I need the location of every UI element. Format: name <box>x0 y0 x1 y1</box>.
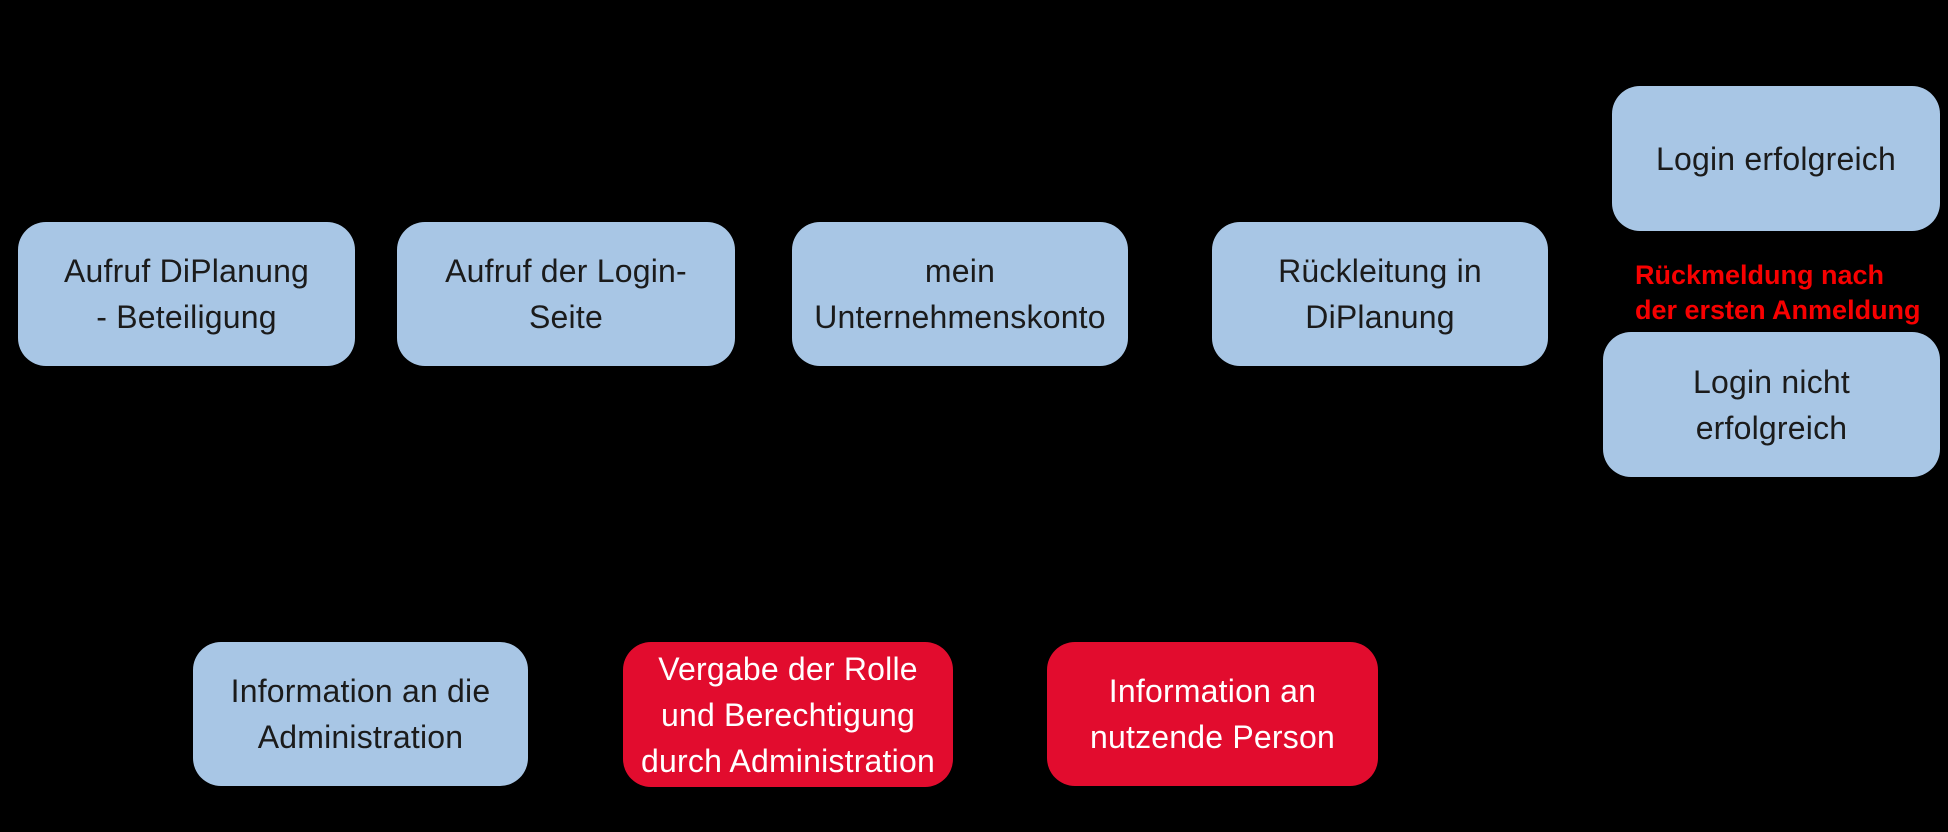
node-vergabe-rolle-berechtigung: Vergabe der Rolle und Berechtigung durch… <box>623 642 953 787</box>
node-information-administration: Information an die Administration <box>193 642 528 786</box>
node-login-nicht-erfolgreich: Login nicht erfolgreich <box>1603 332 1940 477</box>
node-rueckleitung-diplanung: Rückleitung in DiPlanung <box>1212 222 1548 366</box>
node-login-erfolgreich: Login erfolgreich <box>1612 86 1940 231</box>
node-mein-unternehmenskonto: mein Unternehmenskonto <box>792 222 1128 366</box>
node-aufruf-diplanung-beteiligung: Aufruf DiPlanung - Beteiligung <box>18 222 355 366</box>
annotation-rueckmeldung-erste-anmeldung: Rückmeldung nach der ersten Anmeldung <box>1635 260 1921 325</box>
node-aufruf-login-seite: Aufruf der Login- Seite <box>397 222 735 366</box>
node-information-nutzende-person: Information an nutzende Person <box>1047 642 1378 786</box>
